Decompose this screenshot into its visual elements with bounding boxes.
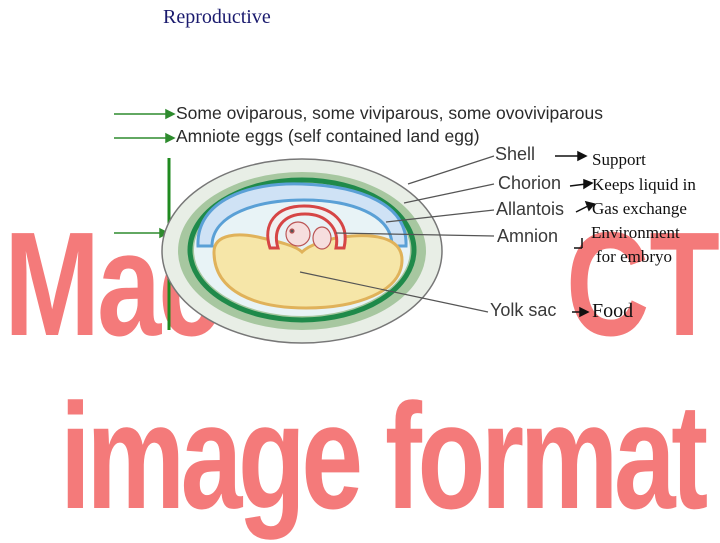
yolk-sac xyxy=(212,233,404,310)
function-support: Support xyxy=(592,150,646,169)
watermark-image-format: image format xyxy=(60,372,708,540)
label-amnion: Amnion xyxy=(497,226,559,246)
pointer-yolk xyxy=(299,271,489,313)
label-chorion: Chorion xyxy=(498,173,562,193)
bullet-arrow-1 xyxy=(114,108,176,120)
arrow-chorion-keeps xyxy=(569,178,594,190)
pointer-shell xyxy=(407,155,495,185)
bullet-reproduction-modes: Some oviparous, some viviparous, some ov… xyxy=(176,103,603,123)
arrow-amnion-env xyxy=(574,238,583,249)
allantois-layer xyxy=(196,182,408,248)
watermark-ct: CT xyxy=(566,202,720,367)
function-environment: Environment xyxy=(591,223,680,242)
page-heading: Reproductive xyxy=(163,6,271,28)
bullet-amniote-eggs: Amniote eggs (self contained land egg) xyxy=(176,126,480,146)
label-allantois: Allantois xyxy=(496,199,565,219)
chorion-layer xyxy=(187,177,417,323)
pointer-amnion xyxy=(335,232,495,237)
pointer-chorion xyxy=(403,183,495,204)
arrow-yolk-food xyxy=(572,306,590,318)
function-for-embryo: for embryo xyxy=(596,247,673,266)
label-yolk-sac: Yolk sac xyxy=(490,300,557,320)
label-shell: Shell xyxy=(495,144,536,164)
function-gas-exchange: Gas exchange xyxy=(592,199,687,218)
bullet-arrow-2 xyxy=(114,132,176,144)
function-food: Food xyxy=(592,300,634,322)
bullet-arrow-3 xyxy=(114,227,170,239)
arrow-allantois-gas xyxy=(575,200,596,213)
pointer-allantois xyxy=(385,209,495,223)
function-keeps-liquid-in: Keeps liquid in xyxy=(592,175,696,194)
arrow-shell-support xyxy=(555,150,588,162)
amnion-sac xyxy=(266,204,347,250)
embryo xyxy=(285,221,332,250)
